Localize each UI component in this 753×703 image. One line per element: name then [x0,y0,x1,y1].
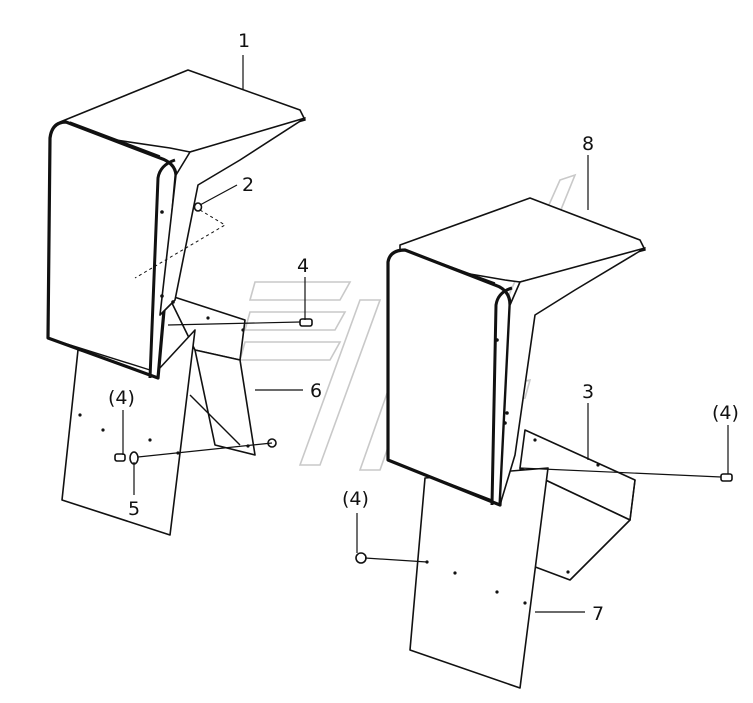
callout-4: 4 [297,255,309,277]
callout-4b: (4) [712,402,739,424]
callout-4a: (4) [108,387,135,409]
part-6-bracket [167,294,256,456]
callout-8: 8 [582,133,594,155]
callout-1: 1 [238,30,250,52]
part-1-left-fender [46,69,306,380]
callout-3: 3 [582,381,594,403]
part-7-right-mudflap [409,467,549,689]
callout-4c: (4) [342,488,369,510]
leader-lines [122,55,729,613]
callout-7: 7 [592,603,604,625]
part-8-right-fender [386,197,646,507]
callout-labels: 1 2 4 6 (4) 5 8 3 (4) (4) 7 [108,30,739,625]
callout-6: 6 [310,380,322,402]
callout-5: 5 [128,498,140,520]
callout-2: 2 [242,174,254,196]
